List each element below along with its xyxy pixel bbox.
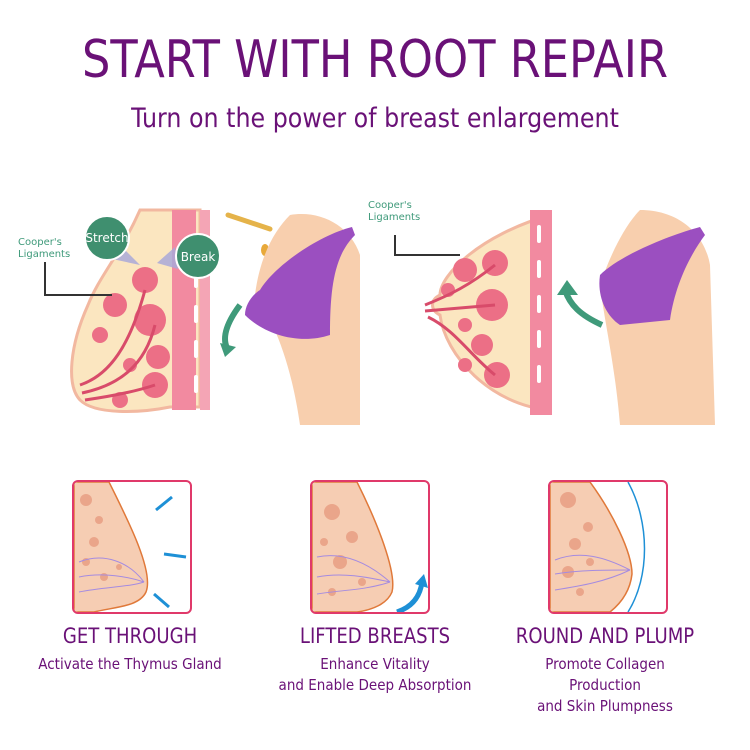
break-bubble <box>175 233 221 279</box>
stretch-label: Stretch <box>85 231 128 245</box>
get-through-panel <box>72 480 192 614</box>
compress-arrows-icon <box>153 495 187 609</box>
benefit-get-through: GET THROUGH Activate the Thymus Gland <box>0 624 260 675</box>
round-contour-line <box>627 482 646 612</box>
break-label: Break <box>181 250 216 264</box>
breast-lift-illustration <box>312 482 428 612</box>
benefit-heading: ROUND AND PLUMP <box>515 624 695 648</box>
benefit-desc: Promote Collagen Production and Skin Plu… <box>488 654 722 717</box>
breast-round-illustration <box>550 482 646 612</box>
page-subtitle: Turn on the power of breast enlargement <box>131 103 619 134</box>
down-arrow-icon <box>222 303 243 352</box>
benefit-desc: Activate the Thymus Gland <box>38 655 222 673</box>
sagging-breast-cross-section: Cooper's Ligaments Stretch Break <box>18 208 221 413</box>
woman-lifted-figure <box>599 210 715 425</box>
benefit-heading: LIFTED BREASTS <box>299 624 451 648</box>
up-arrow-icon <box>562 288 604 328</box>
round-plump-panel <box>548 480 668 614</box>
benefit-desc: Enhance Vitality and Enable Deep Absorpt… <box>258 654 492 696</box>
benefit-desc-line: Production <box>569 676 641 694</box>
benefit-heading: GET THROUGH <box>62 624 198 648</box>
lifted-breasts-panel <box>310 480 430 614</box>
breast-press-illustration <box>74 482 187 612</box>
benefit-desc-line: Promote Collagen <box>545 655 665 673</box>
lifted-breast-cross-section: Cooper's Ligaments <box>368 200 552 415</box>
benefit-round-plump: ROUND AND PLUMP Promote Collagen Product… <box>475 624 735 717</box>
ligament-label-left-2: Ligaments <box>18 249 70 260</box>
ligament-label-right: Cooper's <box>368 200 412 211</box>
benefit-desc-line: Enhance Vitality <box>320 655 430 673</box>
stretch-bubble <box>84 215 130 261</box>
benefit-desc-line: and Enable Deep Absorption <box>278 676 472 694</box>
benefit-desc-line: and Skin Plumpness <box>537 697 673 715</box>
benefit-lifted-breasts: LIFTED BREASTS Enhance Vitality and Enab… <box>245 624 505 696</box>
page-title: START WITH ROOT REPAIR <box>81 30 669 90</box>
ligament-label-right-2: Ligaments <box>368 212 420 223</box>
woman-sagging-figure <box>245 214 360 425</box>
ligament-label-left: Cooper's <box>18 237 62 248</box>
anatomy-illustration: Cooper's Ligaments Stretch Break Coo <box>18 200 715 425</box>
lift-arrow-icon <box>396 581 425 612</box>
